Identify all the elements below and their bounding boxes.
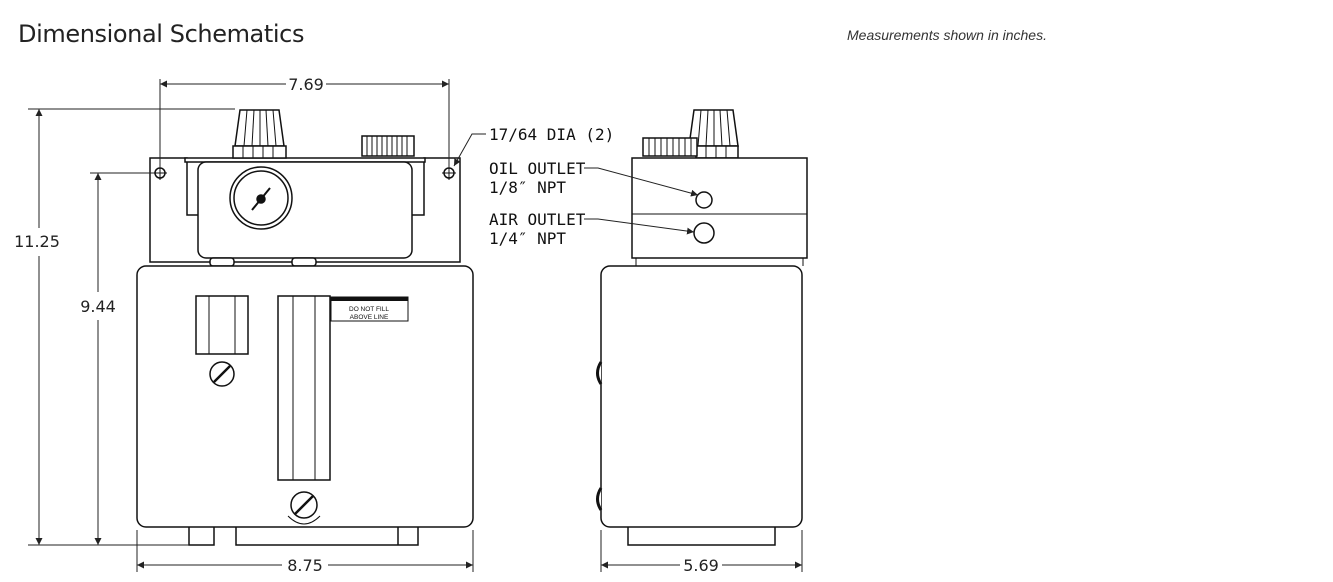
oil-outlet-port-icon	[695, 191, 713, 209]
page-title: Dimensional Schematics	[18, 20, 305, 48]
dim-top-width: 7.69	[288, 75, 324, 94]
bottom-screw-icon	[287, 491, 321, 525]
callout-oil-outlet-title: OIL OUTLET	[489, 159, 586, 178]
front-base-feet	[188, 527, 419, 546]
level-sight-tube	[277, 295, 331, 481]
pressure-gauge-icon	[229, 166, 293, 230]
side-base-foot	[627, 527, 776, 546]
adjustment-knob-icon	[232, 109, 287, 159]
fill-cap-icon	[361, 135, 415, 157]
dimension-lines	[28, 79, 803, 572]
callout-air-outlet-size: 1/4″ NPT	[489, 229, 566, 248]
side-reservoir	[600, 265, 803, 528]
side-view	[596, 109, 808, 546]
dim-mount-height: 9.44	[80, 297, 116, 316]
label-plate-line1: DO NOT FILL	[349, 306, 389, 313]
drain-screw-icon	[209, 361, 235, 387]
side-knob-icon	[688, 109, 739, 159]
air-outlet-port-icon	[693, 222, 715, 244]
side-fill-cap-icon	[642, 137, 698, 157]
side-clip-upper	[596, 361, 603, 385]
callout-oil-outlet-size: 1/8″ NPT	[489, 178, 566, 197]
callout-mount-hole: 17/64 DIA (2)	[489, 125, 614, 144]
connector-left	[209, 257, 235, 267]
callout-air-outlet-title: AIR OUTLET	[489, 210, 586, 229]
front-view	[136, 109, 474, 546]
dim-base-width: 8.75	[287, 556, 323, 575]
sight-window-left	[195, 295, 249, 355]
dim-side-width: 5.69	[683, 556, 719, 575]
connector-right	[291, 257, 317, 267]
gauge-panel	[197, 161, 413, 259]
side-clip-lower	[596, 487, 603, 511]
side-head-block	[631, 157, 808, 259]
dim-total-height: 11.25	[14, 232, 60, 251]
label-plate-line2: ABOVE LINE	[350, 314, 389, 321]
front-reservoir	[136, 265, 474, 528]
measurement-note: Measurements shown in inches.	[847, 27, 1047, 43]
